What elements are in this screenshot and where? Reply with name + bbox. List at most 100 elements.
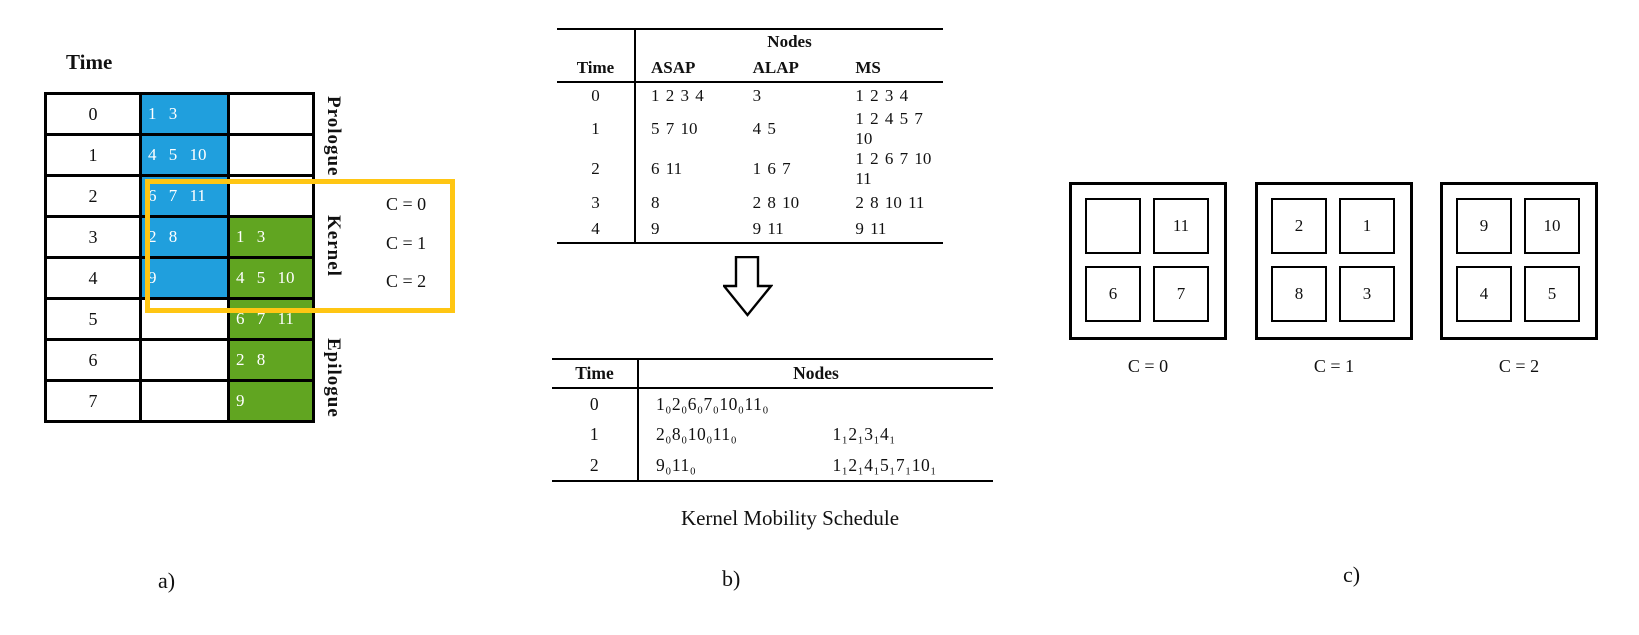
kernel-label: Kernel <box>323 215 344 277</box>
prologue-label: Prologue <box>323 95 344 177</box>
nodes-header: Nodes <box>767 32 812 51</box>
iteration1-cell: 6 7 11 <box>227 297 315 341</box>
node-slot: 10 <box>1524 198 1580 254</box>
time-cell: 0 <box>44 92 142 136</box>
alap-header: ALAP <box>737 54 841 83</box>
time-cell: 2 <box>557 149 636 189</box>
time-header: Time <box>557 54 636 83</box>
node-slot: 6 <box>1085 266 1141 322</box>
table-header-row: Nodes <box>557 29 943 54</box>
time-cell: 1 <box>557 109 636 149</box>
resource-box-c2: 9 10 4 5 <box>1440 182 1598 340</box>
node-slot <box>1085 198 1141 254</box>
node-slot: 8 <box>1271 266 1327 322</box>
ms-cell: 2 8 10 11 <box>855 192 925 212</box>
iteration1-nodes-cell: 1₁2₁3₁4₁ <box>832 424 896 444</box>
iteration1-cell: 4 5 10 <box>227 256 315 300</box>
node-slot: 11 <box>1153 198 1209 254</box>
resource-box-c0: 11 6 7 <box>1069 182 1227 340</box>
asap-cell: 9 <box>651 219 660 238</box>
table-row: 6 2 8 <box>44 338 315 382</box>
iteration1-nodes-cell: 1₁2₁4₁5₁7₁10₁ <box>832 454 937 475</box>
table-row: 1 5 7 10 4 5 1 2 4 5 7 10 <box>557 109 943 149</box>
table-header-row: Time Nodes <box>552 359 993 389</box>
time-cell: 0 <box>557 82 636 109</box>
time-cell: 4 <box>44 256 142 300</box>
time-cell: 4 <box>557 216 636 243</box>
time-cell: 2 <box>552 450 639 481</box>
ms-cell: 1 2 3 4 <box>855 86 909 105</box>
asap-cell: 5 7 10 <box>651 119 698 138</box>
iteration0-cell: 9 <box>139 256 230 300</box>
table-row: 3 2 8 1 3 <box>44 215 315 259</box>
iteration0-cell <box>139 379 230 423</box>
node-slot: 5 <box>1524 266 1580 322</box>
table-row: 5 6 7 11 <box>44 297 315 341</box>
table-row: 1 4 5 10 <box>44 133 315 177</box>
iteration0-nodes-cell: 2₀8₀10₀11₀ <box>656 424 738 444</box>
time-cell: 0 <box>552 388 639 419</box>
asap-alap-ms-table: Nodes Time ASAP ALAP MS 0 1 2 3 4 3 1 2 … <box>557 28 943 244</box>
iteration0-cell: 6 7 11 <box>139 174 230 218</box>
epilogue-label: Epilogue <box>323 338 344 418</box>
node-slot: 3 <box>1339 266 1395 322</box>
iteration0-cell: 1 3 <box>139 92 230 136</box>
asap-header: ASAP <box>635 54 738 83</box>
iteration1-cell: 1 3 <box>227 215 315 259</box>
c1-group-label: C = 1 <box>1313 356 1355 376</box>
alap-cell: 2 8 10 <box>752 192 800 212</box>
node-slot: 9 <box>1456 198 1512 254</box>
c1-label: C = 1 <box>386 233 427 253</box>
time-cell: 2 <box>44 174 142 218</box>
iteration0-cell: 2 8 <box>139 215 230 259</box>
subfigure-label-c: c) <box>1343 562 1361 587</box>
iteration1-cell: 9 <box>227 379 315 423</box>
alap-cell: 3 <box>752 86 762 105</box>
node-slot: 2 <box>1271 198 1327 254</box>
iteration1-nodes-cell <box>816 388 994 419</box>
schedule-table: 0 1 3 1 4 5 10 2 6 7 11 3 2 8 1 3 4 9 4 … <box>44 92 315 423</box>
iteration0-nodes-cell: 9₀11₀ <box>656 454 697 475</box>
time-cell: 6 <box>44 338 142 382</box>
resource-box-c1: 2 1 8 3 <box>1255 182 1413 340</box>
asap-cell: 1 2 3 4 <box>651 86 704 105</box>
table-row: 0 1 2 3 4 3 1 2 3 4 <box>557 82 943 109</box>
down-arrow-icon <box>723 256 773 317</box>
alap-cell: 4 5 <box>752 119 776 138</box>
c0-label: C = 0 <box>386 194 427 214</box>
table-row: 3 8 2 8 10 2 8 10 11 <box>557 189 943 216</box>
iteration0-cell <box>139 297 230 341</box>
node-slot: 7 <box>1153 266 1209 322</box>
asap-cell: 6 11 <box>651 159 683 178</box>
nodes-header: Nodes <box>638 359 993 389</box>
c0-group-label: C = 0 <box>1127 356 1169 376</box>
time-cell: 7 <box>44 379 142 423</box>
iteration0-nodes-cell: 1₀2₀6₀7₀10₀11₀ <box>656 393 769 414</box>
iteration1-cell <box>227 92 315 136</box>
time-cell: 3 <box>557 189 636 216</box>
ms-header: MS <box>840 54 943 83</box>
asap-cell: 8 <box>651 192 660 212</box>
table-row: 2 6 7 11 <box>44 174 315 218</box>
time-cell: 3 <box>44 215 142 259</box>
iteration1-cell <box>227 133 315 177</box>
table-row: 4 9 9 11 9 11 <box>557 216 943 243</box>
ms-cell: 1 2 6 7 10 11 <box>855 149 932 188</box>
table-row: 2 9₀11₀ 1₁2₁4₁5₁7₁10₁ <box>552 450 993 481</box>
time-cell: 1 <box>552 419 639 450</box>
ms-cell: 1 2 4 5 7 10 <box>855 109 923 148</box>
time-cell: 5 <box>44 297 142 341</box>
subfigure-label-a: a) <box>158 568 176 593</box>
c2-label: C = 2 <box>386 271 427 291</box>
iteration1-cell: 2 8 <box>227 338 315 382</box>
time-cell: 1 <box>44 133 142 177</box>
ms-cell: 9 11 <box>855 219 887 238</box>
table-row: 2 6 11 1 6 7 1 2 6 7 10 11 <box>557 149 943 189</box>
table-row: 4 9 4 5 10 <box>44 256 315 300</box>
table-header-row: Time ASAP ALAP MS <box>557 54 943 83</box>
kernel-mobility-schedule-caption: Kernel Mobility Schedule <box>680 506 900 530</box>
c2-group-label: C = 2 <box>1498 356 1540 376</box>
table-row: 7 9 <box>44 379 315 423</box>
time-header: Time <box>552 359 639 389</box>
node-slot: 4 <box>1456 266 1512 322</box>
